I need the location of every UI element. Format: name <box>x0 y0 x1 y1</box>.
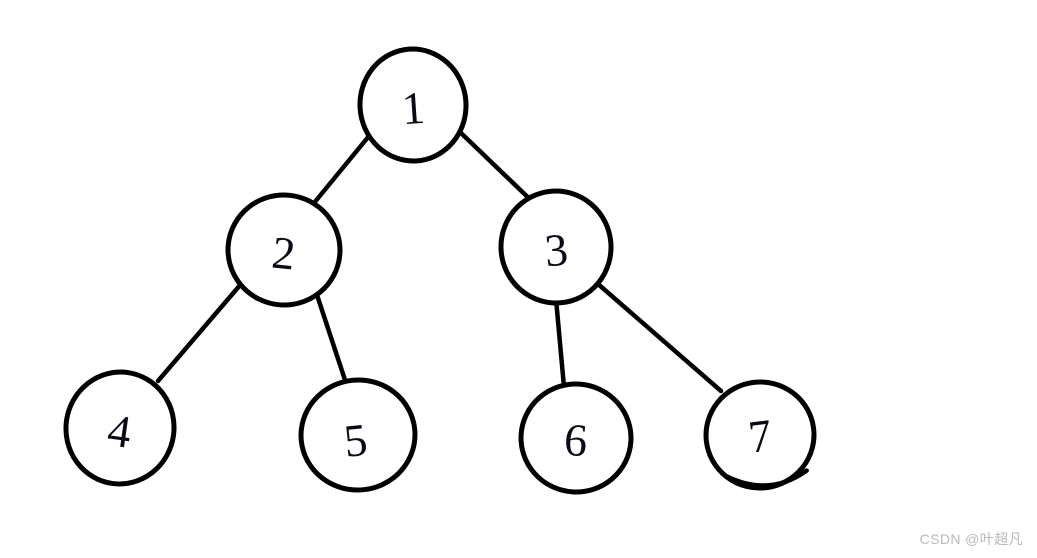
csdn-watermark: CSDN @叶超凡 <box>919 531 1023 547</box>
node-2-label: 2 <box>270 226 298 279</box>
node-3-label: 3 <box>543 224 570 277</box>
node-4-circle <box>63 369 177 487</box>
edge-1-to-3 <box>458 130 540 209</box>
node-1-circle <box>357 46 469 164</box>
edge-group <box>155 130 724 394</box>
tree-node-1[interactable]: 1 <box>356 45 470 164</box>
edge-2-to-4 <box>155 281 244 384</box>
node-3-circle <box>498 188 614 306</box>
edge-1-to-2 <box>311 133 372 206</box>
edge-2-to-5 <box>314 292 349 386</box>
tree-node-6[interactable]: 6 <box>517 380 634 495</box>
node-group: 1 2 3 4 5 6 <box>59 45 820 495</box>
tree-node-5[interactable]: 5 <box>296 374 421 495</box>
edge-3-to-7 <box>595 281 724 394</box>
tree-node-4[interactable]: 4 <box>59 365 182 491</box>
node-1-label: 1 <box>400 82 427 134</box>
tree-node-7[interactable]: 7 <box>700 376 820 494</box>
node-7-overdraw-stroke <box>724 468 809 488</box>
node-2-circle <box>225 192 343 308</box>
node-6-label: 6 <box>563 414 590 466</box>
tree-node-2[interactable]: 2 <box>223 189 346 310</box>
node-6-circle <box>518 381 634 495</box>
node-5-circle <box>298 377 418 493</box>
node-5-label: 5 <box>341 414 369 467</box>
edge-3-to-6 <box>553 296 567 390</box>
tree-node-3[interactable]: 3 <box>496 186 615 307</box>
